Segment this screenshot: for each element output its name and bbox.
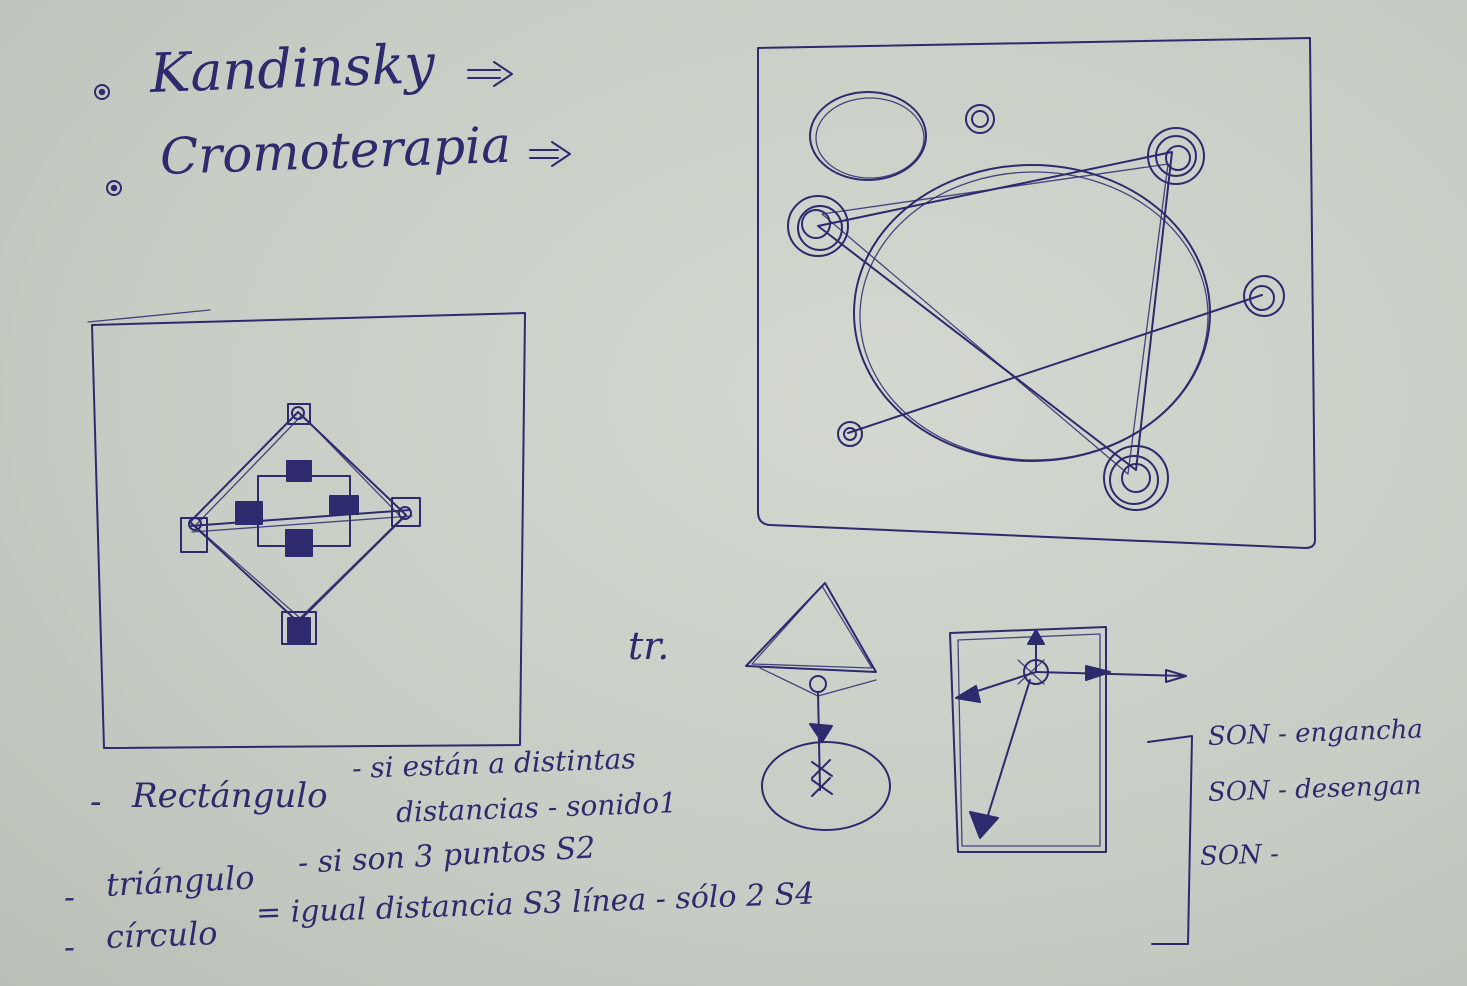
bracket (1147, 735, 1193, 945)
rule-rectangle-dash: - (90, 782, 102, 822)
arrow-icon (529, 141, 571, 167)
rule-triangle-dash: - (64, 878, 75, 916)
bullet-icon (94, 84, 110, 100)
rule-triangle-label: triángulo (105, 858, 256, 904)
header-item-kandinsky: Kandinsky (148, 32, 436, 105)
triangle-label: tr. (628, 624, 670, 668)
left-square-sketch (87, 309, 526, 749)
rule-circle-dash: - (64, 928, 75, 966)
arrows-sketch (949, 626, 1187, 853)
header-item-cromoterapia: Cromoterapia (158, 115, 512, 186)
rule-circle-label: círculo (105, 914, 219, 956)
rule-rectangle-label: Rectángulo (132, 776, 328, 816)
bullet-icon (106, 180, 122, 196)
triangle-circle-sketch (745, 582, 891, 831)
right-square-sketch (757, 37, 1316, 549)
sound-note-3: SON - (1199, 839, 1280, 872)
arrow-icon (467, 61, 513, 87)
